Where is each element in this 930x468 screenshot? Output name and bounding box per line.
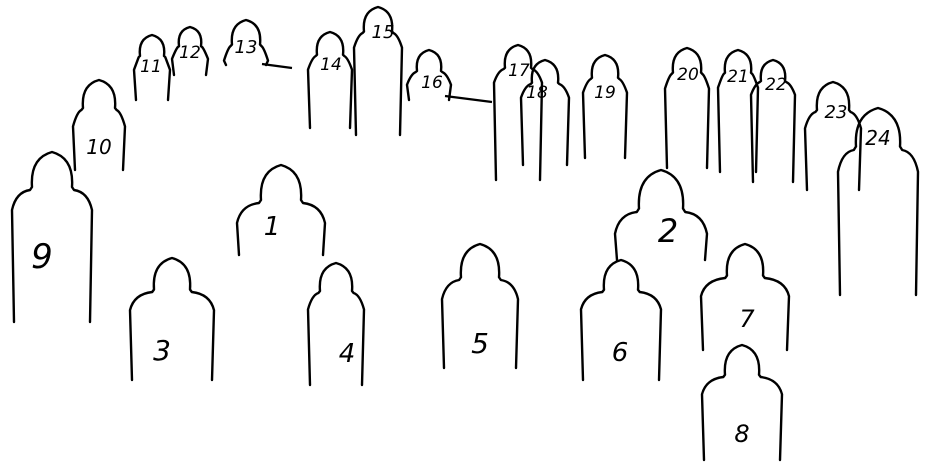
figure-number: 15 [372, 22, 395, 43]
person-figure-24: 24 [838, 108, 918, 295]
person-figure-8: 8 [702, 345, 782, 460]
figure-outline [805, 82, 861, 190]
person-figure-15: 15 [354, 7, 402, 135]
figure-number: 11 [140, 57, 162, 77]
figure-outline [308, 32, 352, 128]
connector-stroke [445, 96, 492, 102]
figure-number: 20 [677, 65, 699, 85]
figure-outline [308, 263, 364, 385]
person-figure-20: 20 [665, 48, 709, 168]
person-figure-13: 13 [224, 20, 268, 65]
figure-number: 24 [865, 126, 890, 150]
person-figure-19: 19 [583, 55, 627, 158]
figure-number: 6 [612, 338, 629, 368]
figure-number: 19 [594, 83, 616, 103]
person-figure-5: 5 [442, 244, 518, 368]
figure-number: 14 [320, 55, 342, 75]
figure-number: 9 [31, 237, 53, 277]
figure-number: 13 [235, 37, 258, 58]
person-figure-1: 1 [237, 165, 325, 255]
figure-number: 16 [421, 73, 443, 93]
figure-number: 22 [765, 75, 787, 95]
figure-number: 2 [658, 212, 678, 250]
figure-outline [583, 55, 627, 158]
person-figure-10: 10 [73, 80, 125, 170]
person-figure-7: 7 [701, 244, 789, 350]
figure-number: 8 [734, 420, 749, 448]
figure-number: 10 [86, 135, 111, 159]
person-figure-2: 2 [615, 170, 707, 260]
figure-outline [701, 244, 789, 350]
figure-number: 23 [825, 102, 848, 123]
figure-number: 17 [508, 61, 530, 81]
person-figure-3: 3 [130, 258, 214, 380]
figure-number: 21 [727, 67, 749, 87]
figure-number: 1 [264, 212, 281, 242]
person-figure-14: 14 [308, 32, 352, 128]
person-figure-9: 9 [12, 152, 92, 322]
person-figure-6: 6 [581, 260, 661, 380]
person-figure-23: 23 [805, 82, 861, 190]
figure-number: 4 [339, 339, 356, 369]
figure-number: 5 [471, 327, 489, 360]
figure-number: 7 [739, 305, 755, 333]
person-figure-11: 11 [134, 35, 170, 100]
person-figure-12: 12 [172, 27, 208, 75]
figure-number: 18 [526, 83, 548, 103]
person-figure-16: 16 [407, 50, 451, 100]
figure-number: 12 [179, 43, 201, 63]
figure-outline [130, 258, 214, 380]
person-figure-4: 4 [308, 263, 364, 385]
figure-number: 3 [153, 334, 171, 367]
figure-outline [237, 165, 325, 255]
